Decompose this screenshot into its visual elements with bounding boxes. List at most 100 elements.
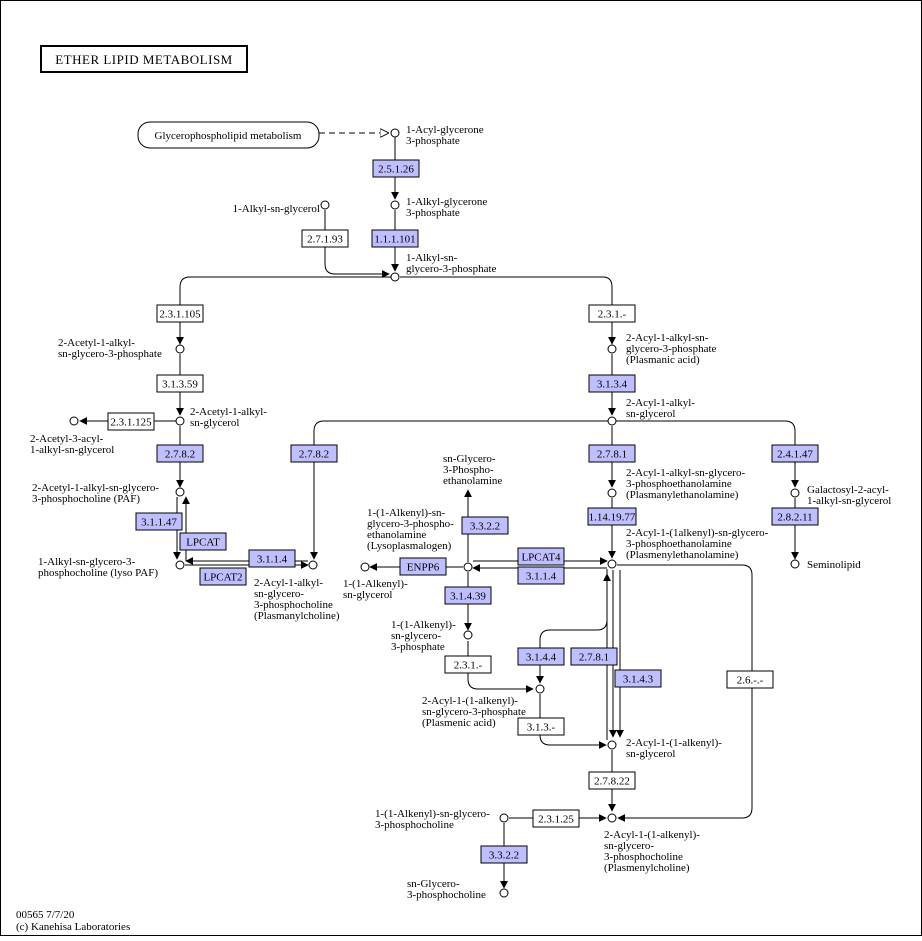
enzyme-e3-1-4-4[interactable]: 3.1.4.4 — [517, 647, 565, 666]
enzyme-box[interactable] — [588, 771, 636, 790]
compound-sn-g3pc[interactable] — [499, 888, 509, 898]
enzyme-label[interactable]: 1.1.1.101 — [374, 234, 415, 246]
enzyme-label[interactable]: 2.5.1.26 — [378, 164, 414, 176]
compound-acetyl-alkyl-g3p[interactable] — [175, 344, 185, 354]
enzyme-label[interactable]: 2.7.1.93 — [307, 234, 343, 246]
enzyme-box[interactable] — [371, 229, 419, 248]
enzyme-label[interactable]: 2.7.8.1 — [597, 449, 627, 461]
enzyme-box[interactable] — [179, 532, 227, 551]
enzyme-e3-1-3-4[interactable]: 3.1.3.4 — [588, 374, 636, 393]
compound-galactosyl[interactable] — [790, 488, 800, 498]
compound-alkenyl-g3pc[interactable] — [499, 813, 509, 823]
enzyme-box[interactable] — [135, 512, 183, 531]
enzyme-label[interactable]: LPCAT — [186, 537, 220, 549]
compound-plasmanic-acid[interactable] — [607, 344, 617, 354]
enzyme-label[interactable]: 3.1.1.4 — [526, 571, 557, 583]
enzyme-label[interactable]: 3.1.4.3 — [623, 674, 654, 686]
enzyme-e2-7-8-2b[interactable]: 2.7.8.2 — [290, 444, 338, 463]
enzyme-label[interactable]: 3.1.1.47 — [141, 517, 177, 529]
enzyme-e2-3-1-b[interactable]: 2.3.1.- — [444, 655, 492, 674]
enzyme-e3-1-3-59[interactable]: 3.1.3.59 — [156, 374, 204, 393]
enzyme-label[interactable]: 2.3.1.125 — [110, 417, 152, 429]
enzyme-label[interactable]: 3.3.2.2 — [470, 521, 500, 533]
enzyme-label[interactable]: 2.3.1.105 — [159, 309, 201, 321]
map-link-label[interactable]: Glycerophospholipid metabolism — [155, 130, 302, 142]
enzyme-label[interactable]: 3.1.3.4 — [597, 379, 628, 391]
enzyme-e3-3-2-2b[interactable]: 3.3.2.2 — [480, 845, 528, 864]
enzyme-box[interactable] — [107, 412, 155, 431]
enzyme-box[interactable] — [480, 845, 528, 864]
map-link-glycerophospholipid[interactable]: Glycerophospholipid metabolism — [137, 121, 320, 149]
enzyme-e3-3-2-2a[interactable]: 3.3.2.2 — [461, 516, 509, 535]
enzyme-lpcat2[interactable]: LPCAT2 — [199, 567, 247, 586]
enzyme-label[interactable]: LPCAT2 — [203, 572, 242, 584]
enzyme-e3-1-1-47[interactable]: 3.1.1.47 — [135, 512, 183, 531]
enzyme-label[interactable]: 2.8.2.11 — [777, 512, 812, 524]
compound-alkyl-glycerone-p[interactable] — [390, 200, 400, 210]
enzyme-lpcat4[interactable]: LPCAT4 — [517, 547, 565, 566]
enzyme-label[interactable]: ENPP6 — [407, 562, 440, 574]
enzyme-e2-5-1-26[interactable]: 2.5.1.26 — [372, 159, 420, 178]
compound-alkyl-sn-g3p[interactable] — [390, 272, 400, 282]
enzyme-e2-8-2-11[interactable]: 2.8.2.11 — [771, 507, 819, 526]
enzyme-label[interactable]: 2.7.8.2 — [299, 449, 329, 461]
enzyme-label[interactable]: 2.6.-.- — [737, 675, 764, 687]
enzyme-e2-7-8-22[interactable]: 2.7.8.22 — [588, 771, 636, 790]
enzyme-box[interactable] — [301, 229, 349, 248]
compound-plasmanylcholine[interactable] — [308, 560, 318, 570]
enzyme-e2-3-1-125[interactable]: 2.3.1.125 — [107, 412, 155, 431]
enzyme-box[interactable] — [517, 717, 565, 736]
enzyme-e2-7-8-2a[interactable]: 2.7.8.2 — [156, 444, 204, 463]
enzyme-e2-3-1-25[interactable]: 2.3.1.25 — [532, 809, 580, 828]
compound-lyso-paf[interactable] — [175, 560, 185, 570]
enzyme-box[interactable] — [248, 549, 296, 568]
enzyme-box[interactable] — [461, 516, 509, 535]
enzyme-label[interactable]: 2.4.1.47 — [777, 449, 813, 461]
enzyme-e3-1-3-x[interactable]: 3.1.3.- — [517, 717, 565, 736]
enzyme-e2-4-1-47[interactable]: 2.4.1.47 — [771, 444, 819, 463]
enzyme-e1-14-19-77[interactable]: 1.14.19.77 — [587, 507, 637, 526]
enzyme-box[interactable] — [532, 809, 580, 828]
enzyme-enpp6[interactable]: ENPP6 — [399, 557, 447, 576]
enzyme-box[interactable] — [156, 444, 204, 463]
compound-acyl-alkyl-glycerol[interactable] — [607, 416, 617, 426]
enzyme-e3-1-4-39[interactable]: 3.1.4.39 — [444, 586, 492, 605]
enzyme-e2-7-8-1b[interactable]: 2.7.8.1 — [570, 647, 618, 666]
enzyme-e2-3-1-105[interactable]: 2.3.1.105 — [156, 304, 204, 323]
enzyme-e2-7-8-1a[interactable]: 2.7.8.1 — [588, 444, 636, 463]
enzyme-box[interactable] — [771, 444, 819, 463]
enzyme-box[interactable] — [199, 567, 247, 586]
enzyme-e3-1-4-3[interactable]: 3.1.4.3 — [614, 669, 662, 688]
enzyme-box[interactable] — [517, 647, 565, 666]
enzyme-label[interactable]: 3.1.1.4 — [257, 554, 288, 566]
enzyme-box[interactable] — [570, 647, 618, 666]
enzyme-e2-3-1-a[interactable]: 2.3.1.- — [588, 304, 636, 323]
compound-seminolipid[interactable] — [790, 559, 800, 569]
compound-lysoplasmalogen[interactable] — [463, 562, 473, 572]
enzyme-box[interactable] — [588, 444, 636, 463]
enzyme-label[interactable]: 2.3.1.- — [598, 309, 627, 321]
compound-acetyl-acyl-alkyl-glycerol[interactable] — [69, 416, 79, 426]
enzyme-e3-1-1-4a[interactable]: 3.1.1.4 — [248, 549, 296, 568]
enzyme-box[interactable] — [444, 586, 492, 605]
enzyme-box[interactable] — [726, 670, 774, 689]
enzyme-box[interactable] — [156, 374, 204, 393]
enzyme-box[interactable] — [156, 304, 204, 323]
compound-acyl-alkenyl-glycerol[interactable] — [607, 740, 617, 750]
enzyme-label[interactable]: LPCAT4 — [521, 552, 561, 564]
enzyme-box[interactable] — [588, 374, 636, 393]
enzyme-label[interactable]: 3.1.4.39 — [450, 591, 486, 603]
compound-alkenyl-sn-glycerol[interactable] — [360, 562, 370, 572]
enzyme-e2-6-x[interactable]: 2.6.-.- — [726, 670, 774, 689]
compound-alkyl-sn-glycerol[interactable] — [320, 200, 330, 210]
enzyme-box[interactable] — [587, 507, 637, 526]
enzyme-lpcat[interactable]: LPCAT — [179, 532, 227, 551]
compound-acyl-glycerone-p[interactable] — [390, 128, 400, 138]
enzyme-label[interactable]: 3.3.2.2 — [489, 850, 519, 862]
enzyme-label[interactable]: 2.3.1.25 — [538, 814, 574, 826]
compound-alkenyl-g3p[interactable] — [463, 630, 473, 640]
enzyme-box[interactable] — [517, 547, 565, 566]
enzyme-box[interactable] — [372, 159, 420, 178]
enzyme-e1-1-1-101[interactable]: 1.1.1.101 — [371, 229, 419, 248]
compound-plasmenylethanolamine[interactable] — [607, 559, 617, 569]
